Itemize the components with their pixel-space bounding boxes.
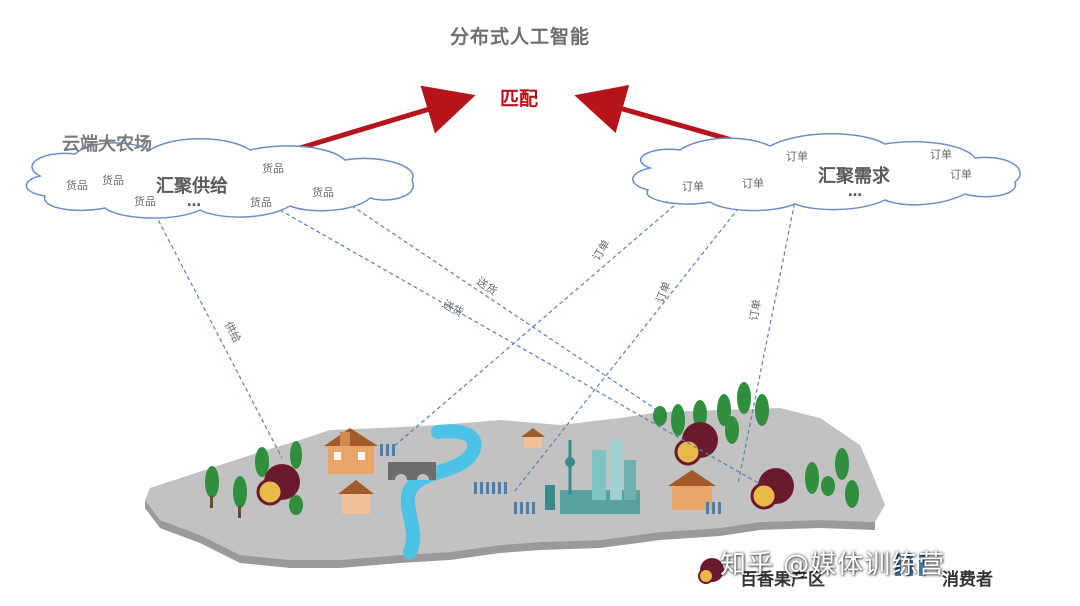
supply-match-arrow xyxy=(299,85,476,151)
goods-label: 货品 xyxy=(102,174,124,187)
tree-icon xyxy=(205,382,859,518)
demand-cloud xyxy=(632,133,1021,212)
house-icon xyxy=(521,428,545,448)
goods-label: 货品 xyxy=(66,179,88,192)
order-label: 订单 xyxy=(786,150,808,163)
watermark: 知乎 @媒体训练营 xyxy=(720,550,946,580)
order-label: 订单 xyxy=(682,180,704,193)
consumer-group-icon xyxy=(380,444,721,514)
house-icon xyxy=(324,428,378,474)
delivery-line xyxy=(339,197,661,413)
supply-line xyxy=(151,207,283,459)
diagram-title: 分布式人工智能 xyxy=(450,26,591,48)
demand-ellipsis: … xyxy=(848,184,864,200)
goods-label: 货品 xyxy=(312,186,334,199)
demand-cloud-label: 汇聚需求 xyxy=(818,166,890,187)
supply-ellipsis: … xyxy=(187,194,203,210)
supply-cloud xyxy=(25,138,415,219)
river xyxy=(400,424,482,559)
order-label: 订单 xyxy=(930,148,952,161)
legend-consumer-label: 消费者 xyxy=(942,570,993,590)
order-line xyxy=(513,185,757,493)
passion-fruit-icon xyxy=(750,468,794,510)
legend-producer-label: 百香果产区 xyxy=(740,570,825,590)
delivery-line xyxy=(279,209,761,485)
match-label: 匹配 xyxy=(500,88,539,110)
goods-label: 货品 xyxy=(262,162,284,175)
cloud-farm-label: 云端大农场 xyxy=(62,134,152,155)
house-icon xyxy=(668,470,716,510)
order-line xyxy=(737,175,801,485)
house-icon xyxy=(338,480,374,514)
goods-label: 货品 xyxy=(134,195,156,208)
supply-cloud-label: 汇聚供给 xyxy=(156,176,228,197)
goods-label: 货品 xyxy=(250,196,272,209)
legend-producer-icon xyxy=(698,558,724,584)
passion-fruit-icon xyxy=(256,464,300,506)
order-label: 订单 xyxy=(742,177,764,190)
order-label: 订单 xyxy=(950,168,972,181)
bridge-icon xyxy=(388,462,436,481)
order-line xyxy=(391,191,691,449)
legend-consumer-icon xyxy=(895,553,925,576)
city-skyline-icon xyxy=(545,440,640,514)
